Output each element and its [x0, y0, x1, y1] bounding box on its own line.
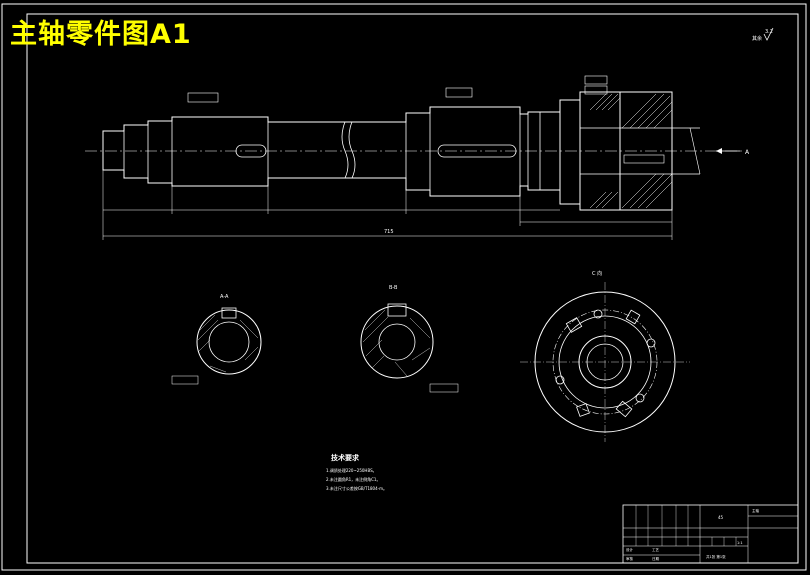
tech-requirement-item: 3.未注尺寸公差按GB/T1804-m。 [326, 485, 387, 491]
keyway-left [235, 144, 267, 158]
roughness-value: 3.2 [765, 29, 773, 35]
inner-frame [26, 13, 799, 564]
section-a: A-A [171, 294, 262, 385]
section-b-label: B-B [389, 285, 398, 291]
view-c-label: C 向 [592, 270, 602, 277]
overall-length-dimension: 715 [384, 229, 394, 235]
tech-requirement-item: 2.未注圆角R1，未注倒角C1。 [326, 476, 380, 482]
keyway-right [437, 144, 517, 158]
process-cell: 工艺 [652, 547, 660, 552]
section-a-label: A-A [220, 294, 229, 300]
designer-cell: 设计 [626, 547, 634, 552]
section-b: B-B [360, 285, 459, 393]
material-cell: 45 [718, 515, 724, 520]
roughness-label: 其余 [752, 35, 762, 42]
tech-requirements-heading: 技术要求 [331, 453, 360, 462]
shaft-main-view: A [85, 91, 750, 211]
flange-hatching [589, 93, 673, 209]
title-block: 45 主轴 1:1 共1张 第1张 设计 审核 工艺 日期 [622, 504, 799, 564]
reviewer-cell: 审核 [626, 556, 634, 561]
tech-requirement-item: 1.调质处理220~250HBS。 [326, 467, 377, 473]
drawing-name-cell: 主轴 [752, 508, 760, 513]
tech-requirements: 技术要求 1.调质处理220~250HBS。 2.未注圆角R1，未注倒角C1。 … [326, 453, 387, 491]
dimension-lines [102, 170, 673, 240]
roughness-symbol: 其余 3.2 [752, 27, 774, 42]
view-c: C 向 [520, 270, 690, 442]
date-cell: 日期 [652, 556, 660, 561]
sheet-info-cell: 共1张 第1张 [706, 554, 726, 559]
scale-cell: 1:1 [737, 541, 743, 545]
view-direction-label: A [745, 149, 750, 156]
outer-frame [1, 3, 807, 571]
sheet-title: 主轴零件图A1 [10, 19, 192, 50]
tolerance-frames [187, 75, 665, 164]
